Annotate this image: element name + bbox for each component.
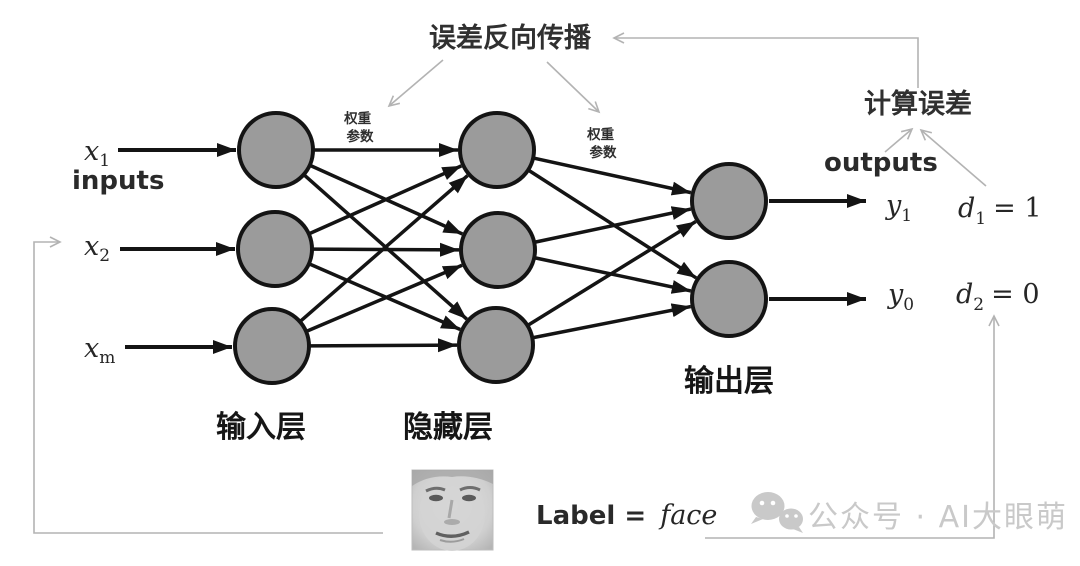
arrow-backprop-to-weights-1 — [387, 59, 444, 108]
connection-arrow — [534, 206, 692, 244]
arrow-backprop-to-weights-2 — [546, 61, 601, 114]
target-d1: d1= 1 — [958, 193, 1042, 229]
input-x1: x1 — [84, 136, 110, 171]
arrow-outputs-to-calc-error — [884, 127, 914, 153]
connector-calc-error-to-backprop — [612, 32, 919, 88]
connection-arrow — [308, 164, 463, 236]
arrow-target-to-calc-error — [919, 128, 987, 187]
watermark-text: 公众号 · AI大眼萌 — [808, 500, 1068, 535]
neuron-node-hidden — [457, 306, 535, 384]
connection-arrow — [312, 242, 460, 257]
label-to-target-connector — [705, 314, 1000, 539]
neuron-node-hidden — [458, 111, 536, 189]
layer-title-output: 输出层 — [684, 364, 774, 399]
connection-arrow — [532, 303, 692, 340]
neuron-node-input — [236, 210, 314, 288]
target-d2: d2= 0 — [956, 279, 1040, 315]
backprop-label: 误差反向传播 — [429, 22, 592, 54]
output-y0: y0 — [887, 279, 914, 315]
neuron-node-hidden — [459, 211, 537, 289]
neuron-node-input — [233, 307, 311, 385]
connection-arrow — [533, 156, 692, 196]
neuron-node-output — [690, 260, 768, 338]
inputs-caption: inputs — [72, 166, 164, 196]
layer-title-input: 输入层 — [216, 410, 306, 445]
neuron-node-output — [690, 162, 768, 240]
sample-label: Label = face — [536, 500, 717, 531]
layer-title-hidden: 隐藏层 — [403, 410, 493, 445]
outputs-caption: outputs — [824, 148, 938, 178]
input-x2: x2 — [84, 231, 110, 266]
network-nodes — [233, 111, 768, 385]
weight-params-label-2: 权重 参数 — [586, 126, 619, 161]
connection-arrow — [527, 220, 697, 327]
weight-params-label-1: 权重 参数 — [343, 110, 376, 145]
annotation-connectors — [33, 32, 1000, 539]
calc-error-label: 计算误差 — [864, 88, 972, 120]
wechat-icon — [751, 492, 803, 533]
network-edges — [299, 143, 698, 353]
connection-arrow — [309, 338, 458, 353]
network-io-arrows — [118, 143, 866, 354]
feedback-loop-to-input — [33, 236, 383, 534]
neuron-node-input — [237, 111, 315, 189]
connection-arrow — [299, 174, 469, 323]
connection-arrow — [306, 263, 463, 333]
output-y1: y1 — [885, 190, 912, 226]
input-xm: xm — [84, 333, 115, 368]
face-image — [411, 469, 494, 551]
